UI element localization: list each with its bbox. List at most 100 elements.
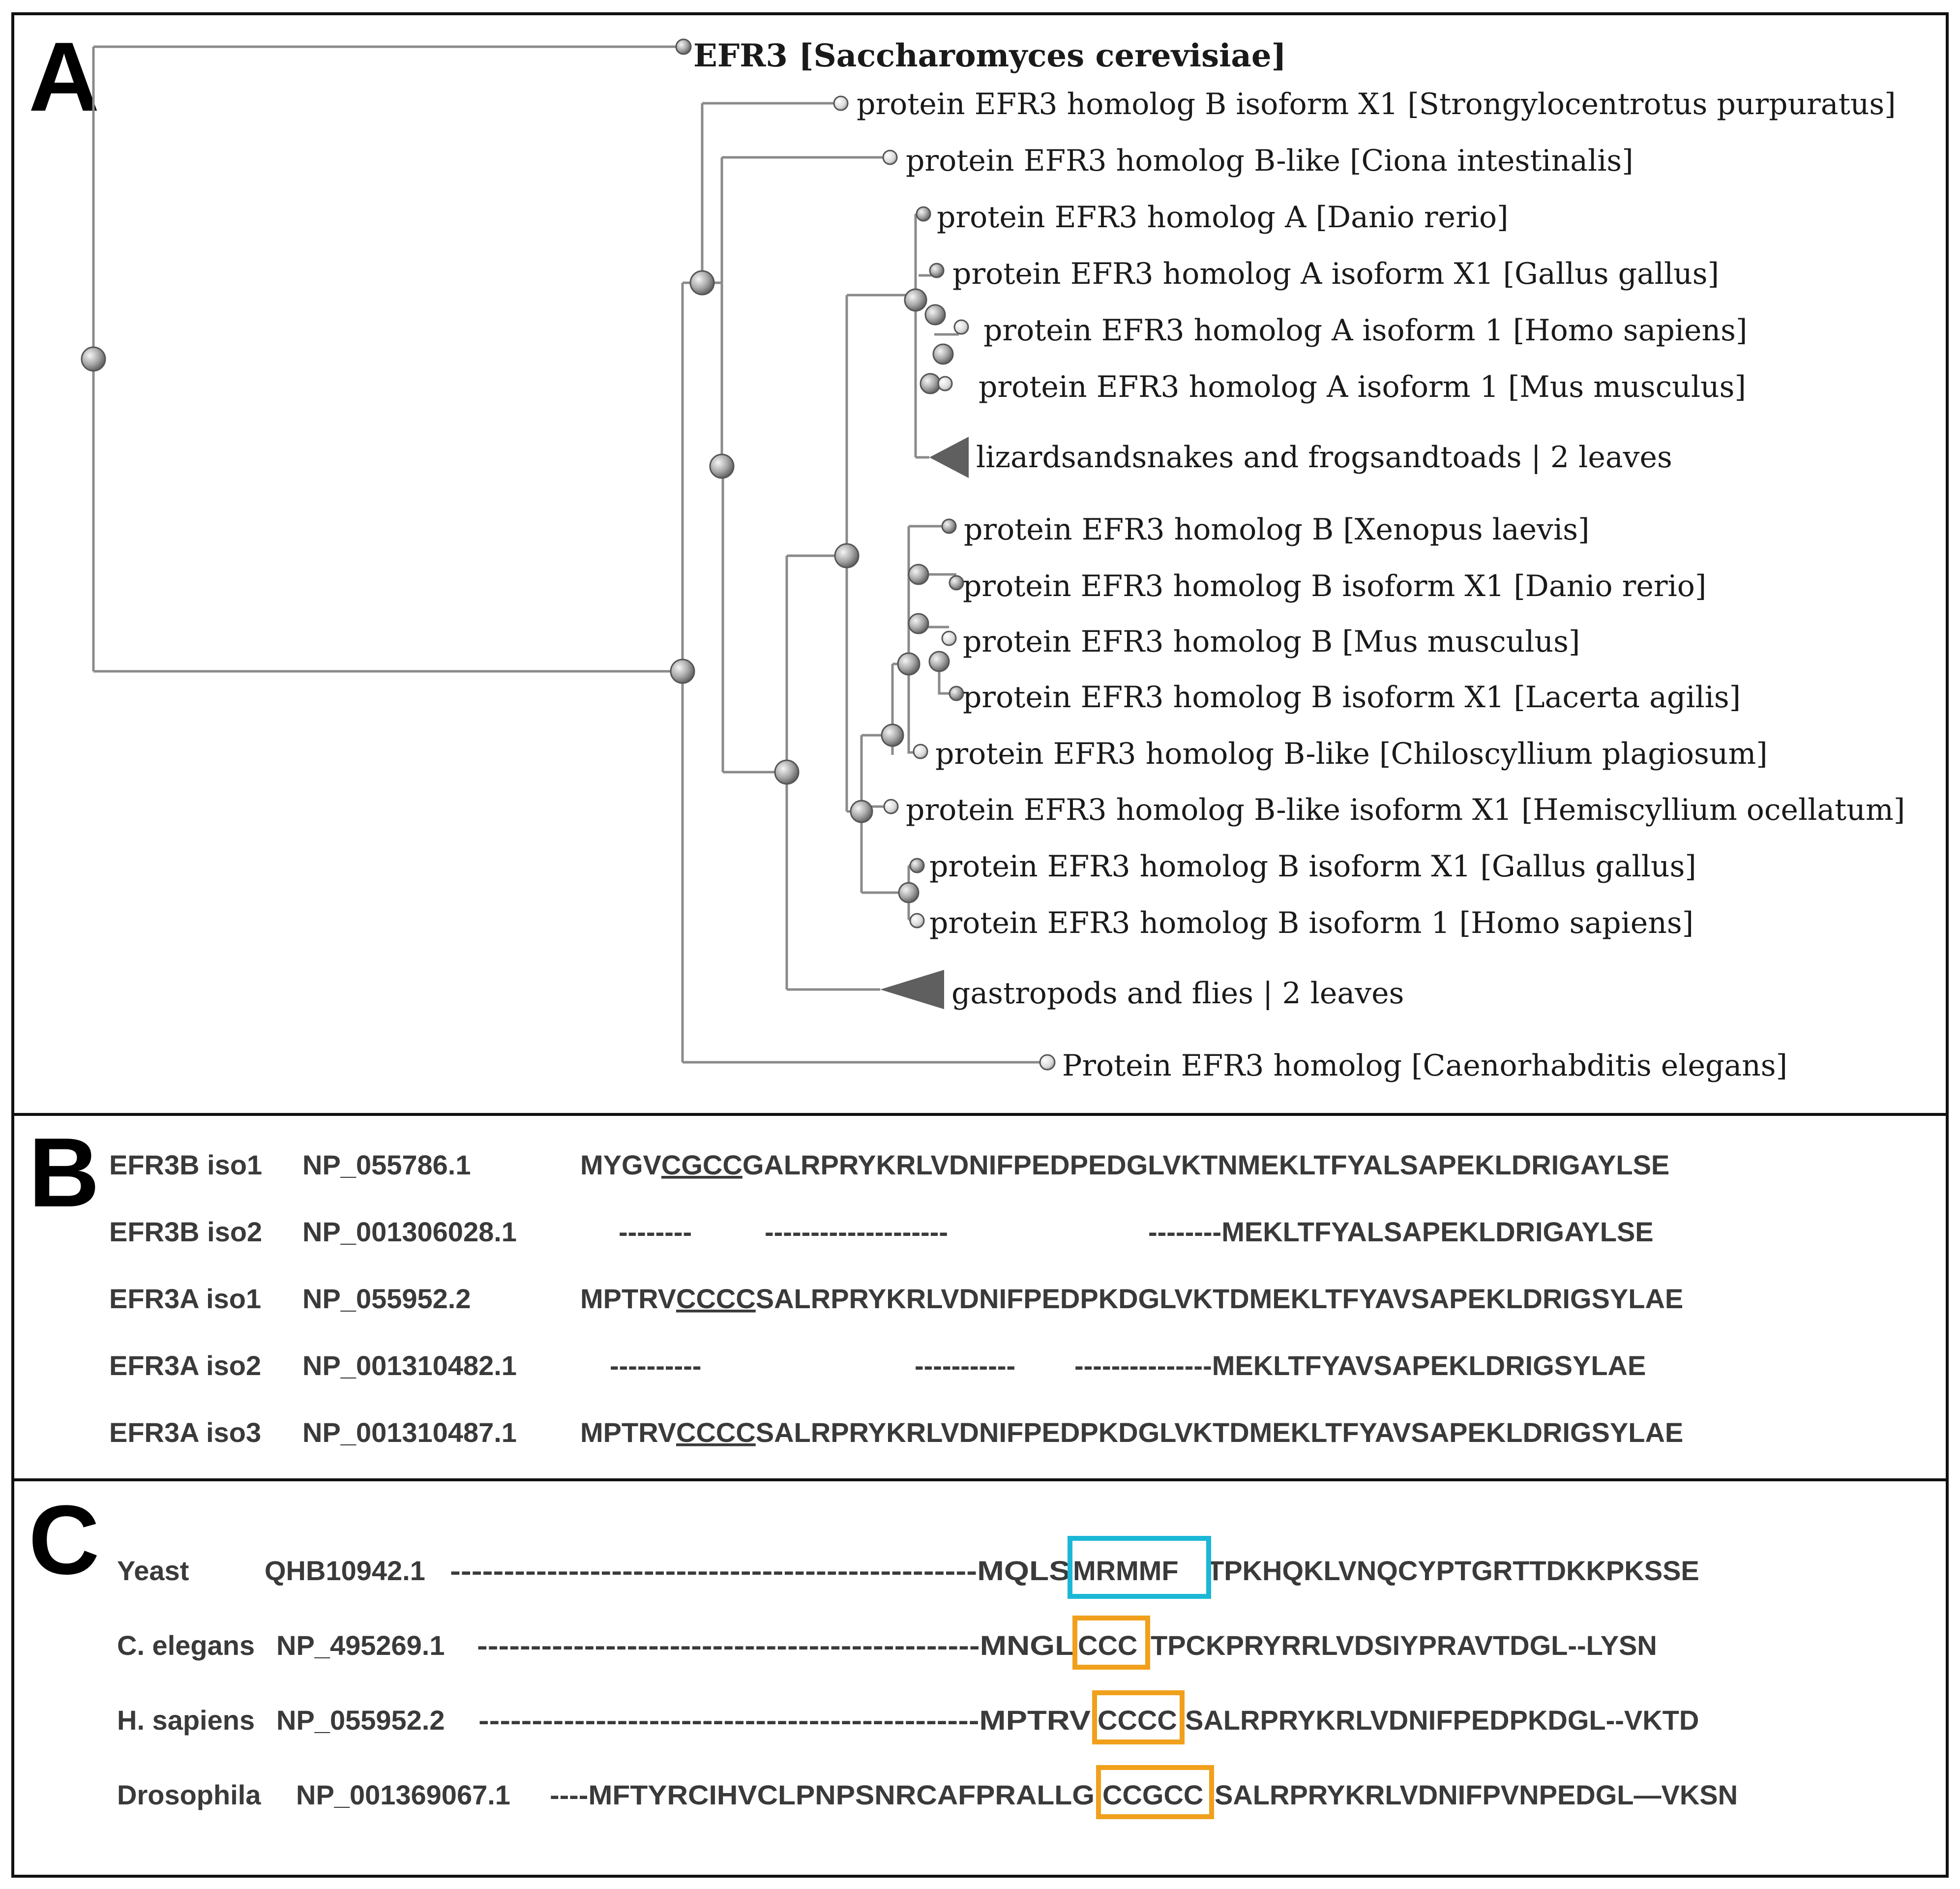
alignment-c-row-4-motif: CCGCC [1102,1779,1203,1810]
alignment-c-row-3: H. sapiens NP_055952.2 -----------------… [117,1690,1699,1744]
panel-borders [11,12,1949,1878]
alignment-c-row-1-post: TPKHQKLVNQCYPTGRTTDKKPKSSE [1207,1555,1699,1586]
leaf-tip-danio-a [916,206,931,222]
alignment-b-row-4: EFR3A iso2 NP_001310482.1 ---------- ---… [109,1350,1646,1381]
alignment-b-row-1-accession: NP_055786.1 [302,1149,471,1180]
tree-label-root: EFR3 [Saccharomyces cerevisiae] [693,37,1286,74]
tree-label-leaf-11: protein EFR3 homolog B isoform X1 [Lacer… [963,680,1741,715]
alignment-b-row-3: EFR3A iso1 NP_055952.2 MPTRVCCCCSALRPRYK… [109,1283,1683,1314]
node-efr3b-2 [881,723,904,747]
node-efr3a-3 [932,343,954,365]
leaf-tip-hemiscyllium [883,799,899,814]
leaf-tip-urchin [833,95,849,111]
alignment-c-row-2-lead: ----------------------------------------… [477,1630,1074,1661]
tree-label-leaf-6: protein EFR3 homolog A isoform 1 [Mus mu… [979,370,1746,404]
leaf-tip-gallus-a [929,263,945,278]
node-efr3b-7 [898,882,920,903]
alignment-b-row-5-pre: MPTRV [580,1417,676,1448]
leaf-tip-xenopus [941,518,957,534]
node-animals [670,659,695,684]
leaf-tip-homo-b [909,913,925,929]
alignment-c-motif-box-celegans [1072,1616,1150,1670]
leaf-tip-mus-b [941,630,957,646]
alignment-b-row-5: EFR3A iso3 NP_001310487.1 MPTRVCCCCSALRP… [109,1417,1683,1448]
tree-label-leaf-2: protein EFR3 homolog B-like [Ciona intes… [906,144,1633,178]
tree-label-leaf-10: protein EFR3 homolog B [Mus musculus] [963,625,1580,659]
alignment-c-row-4-lead: ----MFTYRCIHVCLPNPSNRCAFPRALLG [550,1779,1095,1810]
alignment-c-row-1-accession: QHB10942.1 [265,1555,425,1586]
alignment-b-row-4-accession: NP_001310482.1 [302,1350,517,1381]
leaf-tip-danio-b [949,575,964,591]
alignment-b-row-1-pre: MYGV [580,1149,661,1180]
alignment-c-motif-box-hsapiens [1092,1690,1185,1744]
alignment-b-row-3-name: EFR3A iso1 [109,1283,261,1314]
leaf-tip-mus-a [937,376,953,391]
alignment-b-row-3-accession: NP_055952.2 [302,1283,471,1314]
leaf-tip-yeast [675,38,692,55]
tree-label-leaf-15: protein EFR3 homolog B isoform 1 [Homo s… [929,906,1693,940]
alignment-b-row-4-tail: ---------------MEKLTFYAVSAPEKLDRIGSYLAE [1074,1350,1646,1381]
panel-c-border [11,1478,1949,1878]
node-efr3a-2 [924,304,946,326]
branch-chiloscyllium [907,664,920,754]
tree-label-leaf-3: protein EFR3 homolog A [Danio rerio] [937,200,1508,235]
alignment-b-row-4-name: EFR3A iso2 [109,1350,261,1381]
alignment-c-row-1-name: Yeast [117,1555,189,1586]
node-efr3b-6 [928,651,950,672]
alignment-b-row-1: EFR3B iso1 NP_055786.1 MYGVCGCCGALRPRYKR… [109,1149,1669,1180]
node-deuterostome [689,270,715,296]
tree-label-leaf-14: protein EFR3 homolog B isoform X1 [Gallu… [929,849,1696,884]
alignment-c-row-3-post: SALRPRYKRLVDNIFPEDPKDGL--VKTD [1185,1705,1699,1736]
alignment-c-row-4: Drosophila NP_001369067.1 ----MFTYRCIHVC… [117,1765,1738,1819]
tree-label-leaf-1: protein EFR3 homolog B isoform X1 [Stron… [857,87,1896,121]
tree-label-leaf-7: lizardsandsnakes and frogsandtoads | 2 l… [976,440,1672,475]
leaf-tip-ciona [882,150,898,165]
alignment-c-row-2-name: C. elegans [117,1630,255,1661]
alignment-c-row-2-accession: NP_495269.1 [276,1630,445,1661]
node-efr3a-1 [904,288,927,312]
alignment-b-row-2-gap-2: -------------------- [765,1216,948,1247]
alignment-c-motif-box-drosophila [1096,1765,1214,1819]
panel-a-border [11,12,1949,1116]
alignment-b-row-3-motif: CCCC [676,1283,756,1314]
collapsed-clade-reptiles [929,437,969,478]
node-efr3b-5 [908,613,929,634]
node-root [81,346,106,372]
alignment-b-row-4-gap-2: ----------- [915,1350,1015,1381]
alignment-c-row-4-post: SALRPRYKRLVDNIFPVNPEDGL—VKSN [1215,1779,1738,1810]
leaf-tip-celegans [1039,1054,1056,1071]
alignment-b-row-2-name: EFR3B iso2 [109,1216,262,1247]
alignment-b-row-5-motif: CCCC [676,1417,756,1448]
alignment-b-row-3-pre: MPTRV [580,1283,676,1314]
tree-label-leaf-16: gastropods and flies | 2 leaves [951,976,1404,1011]
alignment-b-row-5-name: EFR3A iso3 [109,1417,261,1448]
alignment-c-row-1-motif: MRMMF [1073,1555,1179,1586]
leaf-tip-chiloscyllium [913,744,928,759]
alignment-b-row-2: EFR3B iso2 NP_001306028.1 -------- -----… [109,1216,1654,1247]
node-efr3b-4 [908,564,929,585]
panel-b-label: B [29,1118,99,1228]
leaf-tip-homo-a [953,319,969,335]
node-protostome [774,759,800,785]
alignment-c-row-4-name: Drosophila [117,1779,261,1810]
tree-label-leaf-12: protein EFR3 homolog B-like [Chiloscylli… [935,737,1768,771]
leaf-tip-lacerta [949,686,964,701]
alignment-b-row-1-sequence: MYGVCGCCGALRPRYKRLVDNIFPEDPEDGLVKTNMEKLT… [580,1149,1669,1180]
tree-label-leaf-9: protein EFR3 homolog B isoform X1 [Danio… [963,569,1706,603]
alignment-c-row-1-lead: ----------------------------------------… [450,1555,1070,1586]
alignment-c-row-3-lead: ----------------------------------------… [478,1705,1091,1736]
leaf-tip-gallus-b [909,858,925,873]
alignment-b-row-1-post: GALRPRYKRLVDNIFPEDPEDGLVKTNMEKLTFYALSAPE… [742,1149,1669,1180]
alignment-c-row-3-name: H. sapiens [117,1705,255,1736]
node-efr3b-3 [897,652,921,676]
tree-labels: EFR3 [Saccharomyces cerevisiae] protein … [693,37,1905,1083]
alignment-b-row-3-sequence: MPTRVCCCCSALRPRYKRLVDNIFPEDPKDGLVKTDMEKL… [580,1283,1683,1314]
alignment-b-row-2-gap-1: -------- [619,1216,692,1247]
alignment-b-row-2-accession: NP_001306028.1 [302,1216,517,1247]
alignment-c-row-2-post: TPCKPRYRRLVDSIYPRAVTDGL--LYSN [1151,1630,1657,1661]
alignment-b-row-5-sequence: MPTRVCCCCSALRPRYKRLVDNIFPEDPKDGLVKTDMEKL… [580,1417,1683,1448]
tree-label-leaf-4: protein EFR3 homolog A isoform X1 [Gallu… [952,257,1719,291]
tree-label-leaf-13: protein EFR3 homolog B-like isoform X1 [… [906,793,1905,827]
alignment-b-row-5-post: SALRPRYKRLVDNIFPEDPKDGLVKTDMEKLTFYAVSAPE… [756,1417,1683,1448]
